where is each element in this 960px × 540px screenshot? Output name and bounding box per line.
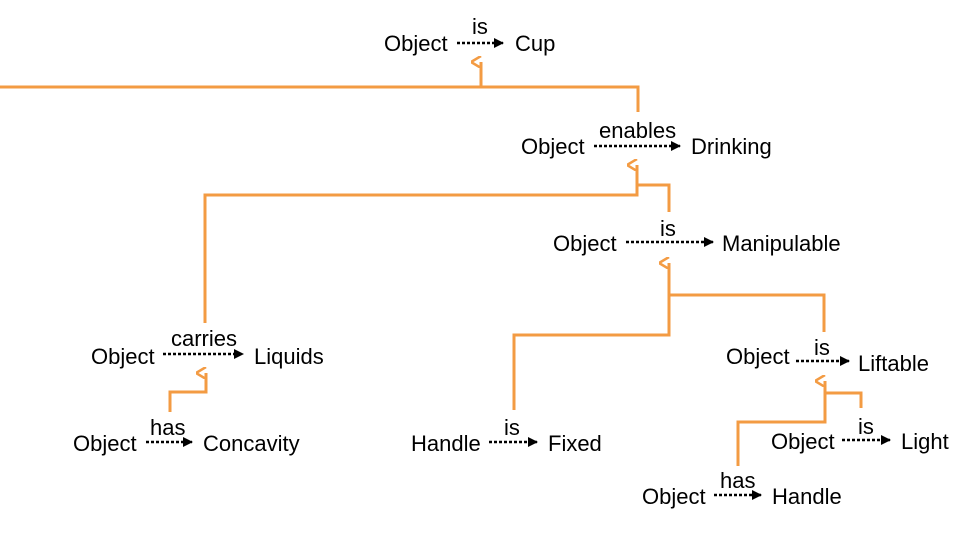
object-text: Light — [901, 429, 949, 454]
relation-label: enables — [599, 118, 676, 143]
relation-label: is — [472, 14, 488, 39]
subject-text: Object — [553, 231, 617, 256]
support-links — [0, 62, 863, 466]
link-handle-to-liftable — [736, 381, 827, 466]
subject-text: Object — [521, 134, 585, 159]
relation-label: is — [858, 414, 874, 439]
link-drinking-to-cup — [481, 85, 640, 112]
triple-handle: Object has Handle — [642, 468, 842, 509]
object-text: Manipulable — [722, 231, 841, 256]
triple-drinking: Object enables Drinking — [521, 118, 772, 159]
link-liftable-to-manipulable — [669, 293, 826, 332]
relation-label: has — [150, 415, 185, 440]
link-liquids-to-drinking — [203, 165, 639, 323]
object-text: Fixed — [548, 431, 602, 456]
relation-label: is — [504, 415, 520, 440]
link-fixed-to-manipulable — [512, 263, 671, 410]
subject-text: Object — [642, 484, 706, 509]
relation-label: carries — [171, 326, 237, 351]
subject-text: Object — [73, 431, 137, 456]
subject-text: Handle — [411, 431, 481, 456]
triple-cup: Object is Cup — [384, 14, 555, 56]
triple-manipulable: Object is Manipulable — [553, 216, 841, 256]
object-text: Concavity — [203, 431, 300, 456]
triple-liquids: Object carries Liquids — [91, 326, 324, 369]
triple-concavity: Object has Concavity — [73, 415, 300, 456]
subject-text: Object — [384, 31, 448, 56]
link-manipulable-to-drinking — [637, 183, 671, 212]
triple-light: Object is Light — [771, 414, 949, 454]
relation-label: is — [660, 216, 676, 241]
object-text: Handle — [772, 484, 842, 509]
link-light-to-liftable — [825, 391, 863, 408]
triple-fixed: Handle is Fixed — [411, 415, 602, 456]
object-text: Cup — [515, 31, 555, 56]
link-concavity-to-liquids — [168, 373, 208, 412]
subject-text: Object — [726, 344, 790, 369]
relation-label: has — [720, 468, 755, 493]
object-text: Liquids — [254, 344, 324, 369]
subject-text: Object — [91, 344, 155, 369]
object-text: Drinking — [691, 134, 772, 159]
relation-label: is — [814, 335, 830, 360]
subject-text: Object — [771, 429, 835, 454]
object-text: Liftable — [858, 351, 929, 376]
triple-liftable: Object is Liftable — [726, 335, 929, 376]
link-left-edge-to-cup — [0, 62, 483, 89]
